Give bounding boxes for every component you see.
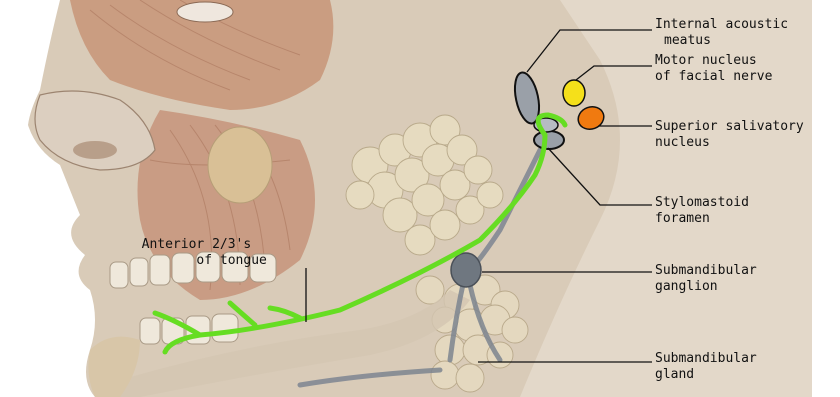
face-profile-outline: [0, 0, 14, 397]
nostril: [73, 141, 117, 159]
motor-nucleus-shape: [563, 80, 585, 106]
page-margin-right: [812, 0, 840, 397]
submandibular-ganglion-shape: [451, 253, 481, 287]
eye-region: [177, 2, 233, 22]
buccal-fat: [208, 127, 272, 203]
stylomastoid-foramen-shape: [534, 131, 564, 149]
